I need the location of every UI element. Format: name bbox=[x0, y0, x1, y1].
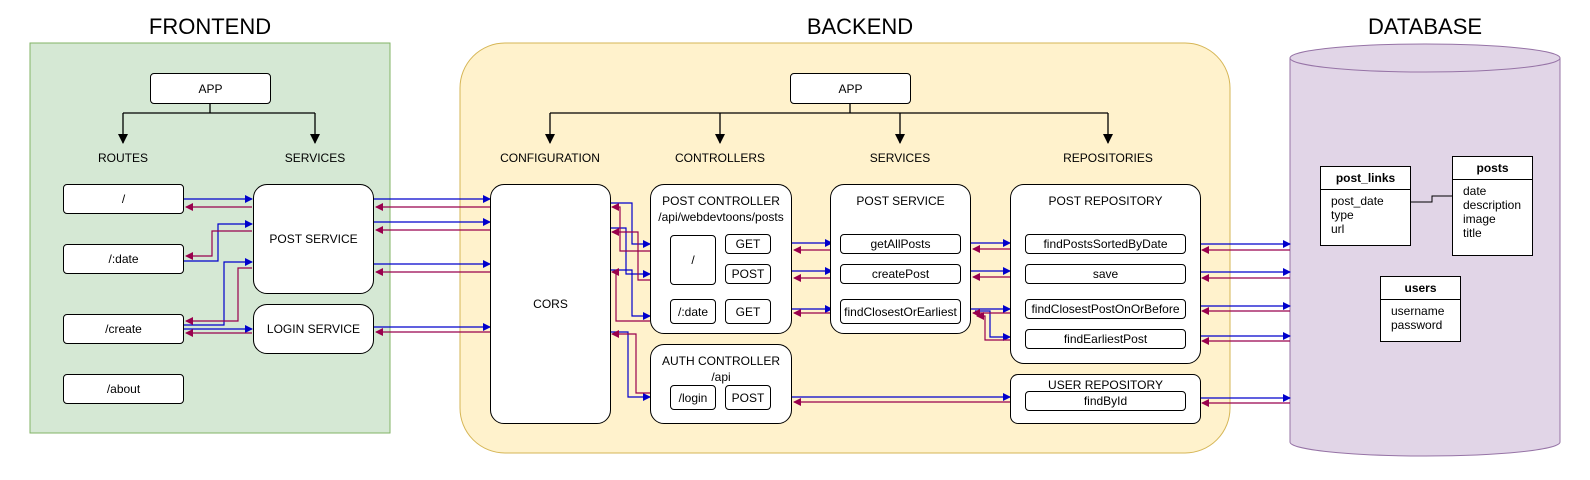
auth-controller-title: AUTH CONTROLLER bbox=[661, 354, 780, 368]
response-arrows bbox=[185, 203, 1290, 407]
table-posts-header: posts bbox=[1453, 157, 1532, 180]
table-post-links: post_links post_date type url bbox=[1320, 166, 1411, 246]
table-users-field: password bbox=[1391, 318, 1443, 332]
table-posts-field: image bbox=[1463, 212, 1496, 226]
repositories-label: REPOSITORIES bbox=[1063, 151, 1153, 165]
table-posts-field: title bbox=[1463, 226, 1482, 240]
method-createpost: createPost bbox=[840, 264, 961, 284]
request-arrows bbox=[184, 195, 1291, 402]
table-posts: posts date description image title bbox=[1452, 156, 1533, 256]
table-post-links-field: type bbox=[1331, 208, 1354, 222]
auth-controller-post: POST bbox=[725, 385, 771, 410]
table-users-field: username bbox=[1391, 304, 1445, 318]
post-controller-title: POST CONTROLLER bbox=[662, 194, 780, 208]
table-users-header: users bbox=[1381, 277, 1460, 300]
post-controller-get: GET bbox=[725, 234, 771, 254]
configuration-label: CONFIGURATION bbox=[500, 151, 600, 165]
post-controller-root-endpoint: / bbox=[670, 235, 716, 285]
route-create: /create bbox=[63, 314, 184, 344]
frontend-tree-lines bbox=[118, 104, 320, 144]
post-controller-post: POST bbox=[725, 264, 771, 284]
table-post-links-field: url bbox=[1331, 222, 1345, 236]
cors-node: CORS bbox=[490, 184, 611, 424]
table-users: users username password bbox=[1380, 276, 1461, 342]
auth-controller: AUTH CONTROLLER /api bbox=[650, 344, 792, 424]
method-findearliestpost: findEarliestPost bbox=[1025, 329, 1186, 349]
method-findclosestpostonorbefore: findClosestPostOnOrBefore bbox=[1025, 299, 1186, 319]
table-posts-field: date bbox=[1463, 184, 1487, 198]
routes-label: ROUTES bbox=[97, 151, 148, 165]
frontend-post-service: POST SERVICE bbox=[253, 184, 374, 294]
post-controller-path: /api/webdevtoons/posts bbox=[658, 210, 784, 224]
backend-app-node: APP bbox=[790, 73, 911, 104]
frontend-app-node: APP bbox=[150, 73, 271, 104]
post-controller-date-get: GET bbox=[725, 299, 771, 324]
route-root: / bbox=[63, 184, 184, 214]
post-controller-date-endpoint: /:date bbox=[670, 299, 716, 324]
table-posts-field: description bbox=[1463, 198, 1522, 212]
backend-post-service-title: POST SERVICE bbox=[856, 194, 945, 208]
table-post-links-header: post_links bbox=[1321, 167, 1410, 190]
post-repository-title: POST REPOSITORY bbox=[1048, 194, 1163, 208]
backend-services-label: SERVICES bbox=[869, 151, 931, 165]
route-about: /about bbox=[63, 374, 184, 404]
route-date: /:date bbox=[63, 244, 184, 274]
frontend-services-label: SERVICES bbox=[284, 151, 346, 165]
method-save: save bbox=[1025, 264, 1186, 284]
user-repository-title: USER REPOSITORY bbox=[1048, 378, 1163, 392]
database-title: DATABASE bbox=[1367, 14, 1483, 39]
auth-controller-login-endpoint: /login bbox=[670, 385, 716, 410]
method-findpostssortedbydate: findPostsSortedByDate bbox=[1025, 234, 1186, 254]
method-findclosestorearliest: findClosestOrEarliest bbox=[840, 299, 961, 324]
post-links-posts-relation bbox=[1411, 195, 1452, 203]
controllers-label: CONTROLLERS bbox=[674, 151, 766, 165]
frontend-login-service: LOGIN SERVICE bbox=[253, 304, 374, 354]
backend-tree-lines bbox=[545, 104, 1113, 144]
table-post-links-field: post_date bbox=[1331, 194, 1384, 208]
frontend-title: FRONTEND bbox=[148, 14, 272, 39]
method-getallposts: getAllPosts bbox=[840, 234, 961, 254]
auth-controller-path: /api bbox=[711, 370, 731, 384]
method-findbyid: findById bbox=[1025, 391, 1186, 411]
backend-title: BACKEND bbox=[806, 14, 914, 39]
